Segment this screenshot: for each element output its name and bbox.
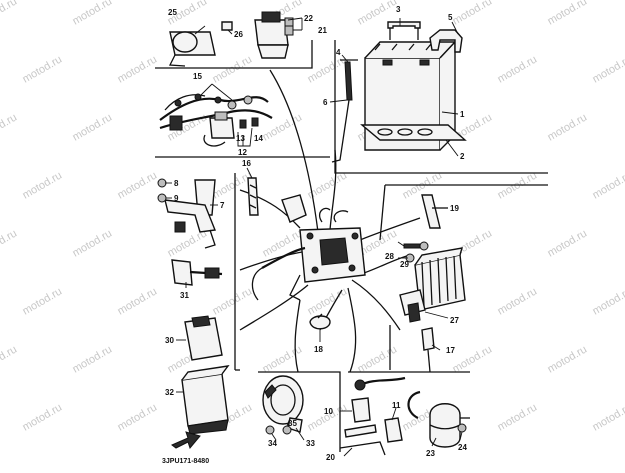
direction-arrow-icon (172, 432, 200, 448)
watermark-text: motod.ru (451, 343, 495, 375)
callout-8: 8 (174, 179, 179, 188)
watermark-text: motod.ru (71, 0, 115, 28)
callout-24: 24 (458, 443, 467, 452)
watermark-text: motod.ru (211, 53, 255, 85)
sensor-assembly (340, 378, 405, 455)
watermark-text: motod.ru (546, 227, 590, 259)
callout-25: 25 (168, 8, 177, 17)
callout-35: 35 (288, 419, 297, 428)
relay-cluster (170, 12, 293, 66)
callout-30: 30 (165, 336, 174, 345)
callout-1: 1 (460, 110, 465, 119)
callout-26: 26 (234, 30, 243, 39)
watermark-text: motod.ru (0, 111, 19, 143)
callout-6: 6 (323, 98, 328, 107)
callout-2: 2 (460, 152, 465, 161)
watermark-text: motod.ru (546, 343, 590, 375)
watermark-text: motod.ru (21, 53, 65, 85)
callout-34: 34 (268, 439, 277, 448)
watermark-text: motod.ru (496, 53, 540, 85)
horn (263, 376, 303, 434)
callout-5: 5 (448, 13, 453, 22)
callout-16: 16 (242, 159, 251, 168)
watermark-text: motod.ru (546, 0, 590, 28)
callout-33: 33 (306, 439, 315, 448)
drawing-code: 3JPU171-8480 (162, 458, 209, 465)
watermark-text: motod.ru (591, 169, 625, 201)
callout-12: 12 (238, 148, 247, 157)
callout-18: 18 (314, 345, 323, 354)
watermark-text: motod.ru (0, 227, 19, 259)
callout-22: 22 (304, 14, 313, 23)
watermark-text: motod.ru (211, 169, 255, 201)
callout-20: 20 (326, 453, 335, 462)
callout-17: 17 (446, 346, 455, 355)
callout-23: 23 (426, 449, 435, 458)
watermark-text: motod.ru (591, 285, 625, 317)
watermark-text: motod.ru (116, 53, 160, 85)
watermark-text: motod.ru (71, 111, 115, 143)
battery (332, 22, 465, 162)
watermark-text: motod.ru (21, 401, 65, 433)
watermark-text: motod.ru (496, 401, 540, 433)
watermark-text: motod.ru (261, 227, 305, 259)
watermark-text: motod.ru (306, 285, 350, 317)
callout-15: 15 (193, 72, 202, 81)
callout-13: 13 (236, 134, 245, 143)
watermark-text: motod.ru (546, 111, 590, 143)
callout-3: 3 (396, 5, 401, 14)
watermark-text: motod.ru (116, 285, 160, 317)
rectifier-regulator (400, 242, 465, 322)
callout-4: 4 (336, 48, 341, 57)
callout-7: 7 (220, 201, 225, 210)
fuse-17 (422, 328, 434, 372)
watermark-text: motod.ru (21, 285, 65, 317)
callout-21: 21 (318, 26, 327, 35)
callout-31: 31 (180, 291, 189, 300)
connector-31 (172, 260, 222, 285)
relay-32 (182, 366, 228, 434)
watermark-text: motod.ru (71, 227, 115, 259)
callout-19: 19 (450, 204, 459, 213)
watermark-text: motod.ru (116, 169, 160, 201)
watermark-text: motod.ru (451, 0, 495, 28)
watermark-text: motod.ru (0, 343, 19, 375)
callout-11: 11 (392, 401, 401, 410)
watermark-text: motod.ru (21, 169, 65, 201)
callout-28: 28 (385, 252, 394, 261)
callout-27: 27 (450, 316, 459, 325)
relay-30 (185, 316, 222, 360)
watermark-text: motod.ru (116, 401, 160, 433)
watermark-text: motod.ru (591, 53, 625, 85)
watermark-text: motod.ru (0, 0, 19, 28)
callout-10: 10 (324, 407, 333, 416)
callout-29: 29 (400, 260, 409, 269)
callout-9: 9 (174, 194, 179, 203)
watermark-text: motod.ru (71, 343, 115, 375)
callout-14: 14 (254, 134, 263, 143)
watermark-text: motod.ru (211, 285, 255, 317)
watermark-text: motod.ru (591, 401, 625, 433)
watermark-text: motod.ru (496, 285, 540, 317)
callout-32: 32 (165, 388, 174, 397)
watermark-text: motod.ru (356, 343, 400, 375)
